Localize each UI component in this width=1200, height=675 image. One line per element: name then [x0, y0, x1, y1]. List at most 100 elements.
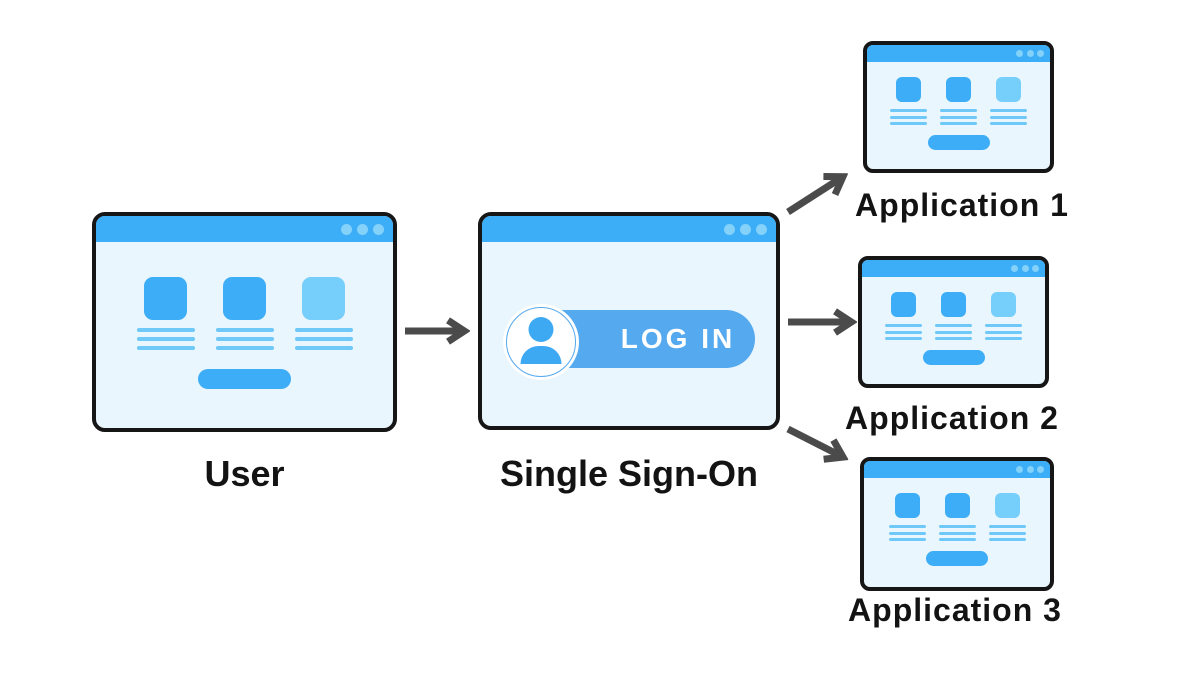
sso-browser-window: LOG IN — [478, 212, 780, 430]
text-line — [940, 115, 977, 119]
card-thumbnail — [944, 493, 970, 518]
content-card — [888, 493, 926, 541]
sso-node-label: Single Sign-On — [500, 453, 758, 494]
text-line — [985, 337, 1022, 340]
text-line — [940, 122, 977, 125]
window-dot-icon — [1016, 50, 1023, 57]
content-card — [988, 493, 1026, 541]
card-thumbnail — [996, 77, 1021, 102]
text-line — [938, 531, 976, 535]
window-titlebar — [862, 260, 1045, 277]
content-card — [215, 277, 274, 350]
page-button-shape — [927, 135, 990, 150]
text-line — [215, 346, 274, 350]
window-dot-icon — [1021, 265, 1029, 272]
text-line — [885, 330, 922, 334]
window-dot-icon — [724, 223, 735, 235]
page-button-shape — [198, 369, 291, 389]
app1-browser-window — [863, 41, 1054, 173]
page-button-shape — [922, 350, 985, 365]
text-line — [888, 525, 926, 528]
text-line — [988, 525, 1026, 528]
card-thumbnail — [894, 493, 920, 518]
text-line — [935, 330, 972, 334]
page-content-cards — [867, 77, 1050, 125]
content-card — [990, 77, 1027, 125]
text-line — [985, 330, 1022, 334]
page-content-cards — [862, 292, 1045, 340]
window-dot-icon — [740, 223, 751, 235]
card-thumbnail — [896, 77, 921, 102]
window-dot-icon — [357, 223, 368, 235]
card-thumbnail — [991, 292, 1016, 317]
app3-browser-window — [860, 457, 1054, 591]
window-dot-icon — [1037, 466, 1044, 473]
window-dot-icon — [1011, 265, 1018, 272]
text-line — [935, 324, 972, 327]
text-line — [136, 346, 195, 350]
content-card — [890, 77, 927, 125]
card-thumbnail — [144, 277, 187, 320]
text-line — [136, 328, 195, 332]
text-line — [890, 122, 927, 125]
content-card — [940, 77, 977, 125]
sso-window-body: LOG IN — [482, 242, 776, 426]
text-line — [294, 346, 353, 350]
user-icon — [528, 317, 554, 342]
text-line — [938, 538, 976, 541]
text-line — [990, 122, 1027, 125]
text-line — [885, 324, 922, 327]
window-dot-icon — [1037, 50, 1044, 57]
text-line — [888, 538, 926, 541]
page-button-shape — [926, 551, 988, 566]
window-titlebar — [96, 216, 393, 242]
window-dot-icon — [1026, 466, 1034, 473]
text-line — [940, 109, 977, 112]
window-dot-icon — [756, 223, 767, 235]
page-content-cards — [864, 493, 1050, 541]
window-titlebar — [867, 45, 1050, 62]
text-line — [935, 337, 972, 340]
content-card — [938, 493, 976, 541]
card-thumbnail — [946, 77, 971, 102]
text-line — [294, 337, 353, 341]
text-line — [985, 324, 1022, 327]
content-card — [935, 292, 972, 340]
text-line — [294, 328, 353, 332]
user-browser-window — [92, 212, 397, 432]
app3-node-label: Application 3 — [848, 592, 1062, 628]
user-avatar — [503, 304, 579, 380]
app2-node-label: Application 2 — [845, 400, 1059, 436]
content-card — [985, 292, 1022, 340]
app2-browser-window — [858, 256, 1049, 388]
window-titlebar — [864, 461, 1050, 478]
card-thumbnail — [994, 493, 1020, 518]
window-dot-icon — [1032, 265, 1039, 272]
text-line — [890, 109, 927, 112]
window-titlebar — [482, 216, 776, 242]
text-line — [215, 337, 274, 341]
window-dot-icon — [1016, 466, 1023, 473]
content-card — [136, 277, 195, 350]
content-card — [885, 292, 922, 340]
user-icon-torso — [520, 346, 562, 364]
text-line — [988, 538, 1026, 541]
content-card — [294, 277, 353, 350]
app1-node-label: Application 1 — [855, 187, 1069, 223]
page-content-cards — [96, 277, 393, 350]
text-line — [938, 525, 976, 528]
card-thumbnail — [302, 277, 345, 320]
login-button-label: LOG IN — [620, 323, 736, 354]
card-thumbnail — [941, 292, 966, 317]
text-line — [990, 109, 1027, 112]
window-dot-icon — [341, 223, 352, 235]
text-line — [990, 115, 1027, 119]
text-line — [215, 328, 274, 332]
text-line — [888, 531, 926, 535]
text-line — [136, 337, 195, 341]
window-dot-icon — [373, 223, 384, 235]
text-line — [890, 115, 927, 119]
text-line — [988, 531, 1026, 535]
card-thumbnail — [223, 277, 266, 320]
